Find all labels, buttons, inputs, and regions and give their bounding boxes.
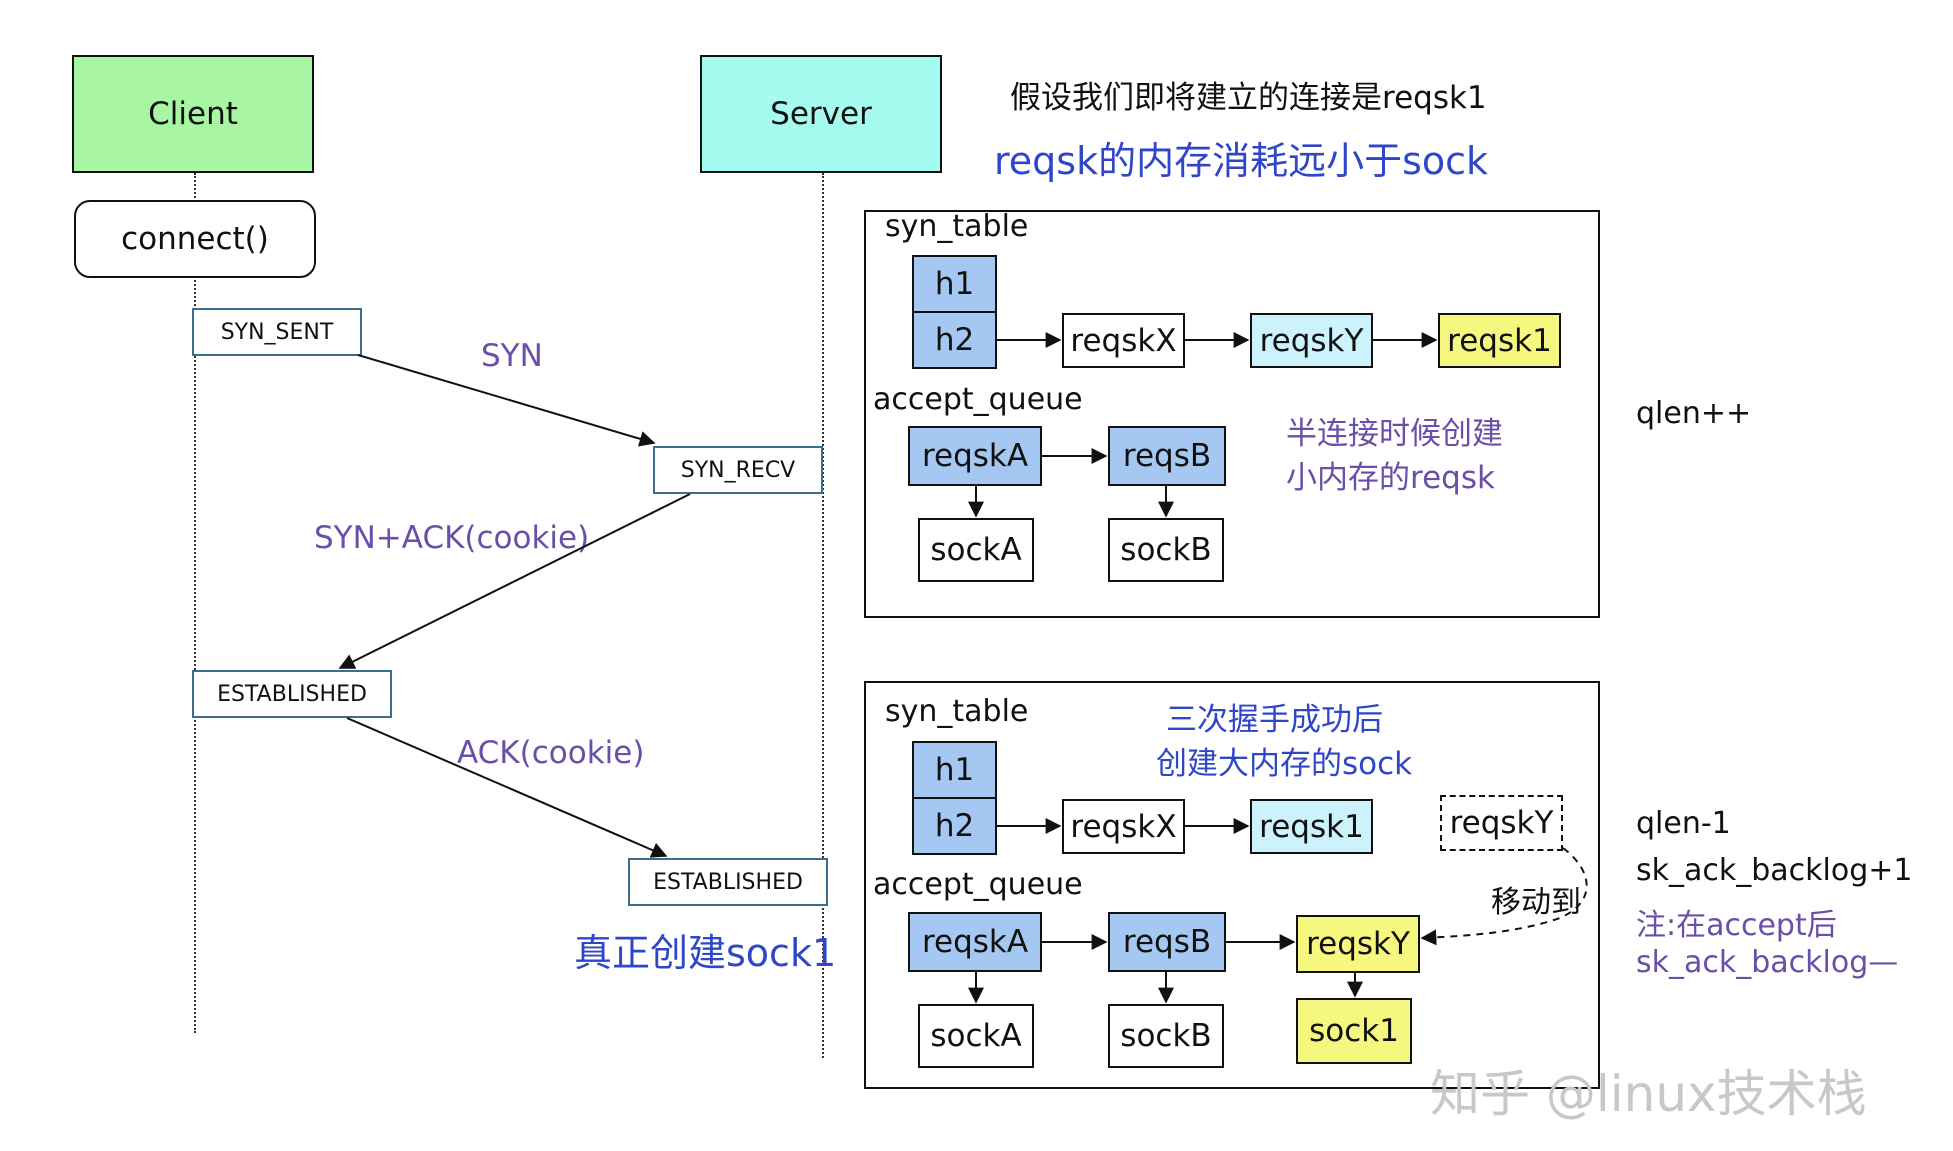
panel2-sockB-label: sockB (1120, 1018, 1212, 1054)
panel2-side-backlog: sk_ack_backlog+1 (1636, 853, 1913, 888)
panel2-sockB: sockB (1108, 1004, 1224, 1068)
connect-label: connect() (121, 221, 269, 257)
panel1-accept-queue-label: accept_queue (873, 382, 1083, 417)
syn-arrow (357, 354, 656, 447)
syn-sent-label: SYN_SENT (220, 319, 334, 345)
panel1-note-line2: 小内存的reqsk (1286, 460, 1495, 496)
ack-message-label: ACK(cookie) (457, 735, 645, 771)
established-client-state: ESTABLISHED (192, 670, 392, 718)
panel1-reqsk1: reqsk1 (1438, 313, 1561, 368)
ack-arrow (346, 717, 668, 858)
panel2-reqsk1: reqsk1 (1250, 799, 1373, 854)
panel2-reqskY: reqskY (1296, 915, 1420, 973)
server-box: Server (700, 55, 942, 173)
panel1-reqskX: reqskX (1062, 313, 1185, 368)
panel2-reqskY-old: reqskY (1440, 795, 1563, 851)
panel1-h2-label: h2 (934, 322, 975, 358)
create-sock-label: 真正创建sock1 (574, 931, 837, 975)
client-box: Client (72, 55, 314, 173)
p2-move-arrow (1420, 847, 1588, 946)
panel2-reqsB: reqsB (1108, 912, 1226, 972)
panel2-h1: h1 (912, 741, 997, 799)
panel2-reqskY-old-label: reqskY (1449, 805, 1554, 841)
panel2-reqskA: reqskA (908, 912, 1042, 972)
panel-established (864, 681, 1600, 1089)
established-client-label: ESTABLISHED (217, 681, 367, 707)
client-lifeline (194, 173, 196, 1033)
synack-message-label: SYN+ACK(cookie) (314, 520, 590, 556)
panel2-reqskY-label: reqskY (1306, 926, 1410, 962)
panel2-note-line2: 创建大内存的sock (1156, 746, 1413, 782)
panel2-sock1-label: sock1 (1309, 1013, 1399, 1049)
memory-note: reqsk的内存消耗远小于sock (994, 139, 1489, 183)
panel1-reqsB-label: reqsB (1122, 438, 1212, 474)
panel1-syn-table-label: syn_table (885, 209, 1029, 244)
panel1-sockB: sockB (1108, 518, 1224, 582)
panel2-reqsB-label: reqsB (1122, 924, 1212, 960)
server-label: Server (770, 96, 872, 132)
syn-recv-state: SYN_RECV (653, 446, 823, 494)
panel2-syn-table-label: syn_table (885, 694, 1029, 729)
panel1-h2: h2 (912, 311, 997, 369)
panel2-sock1: sock1 (1296, 998, 1412, 1064)
connect-box: connect() (74, 200, 316, 278)
panel2-reqskA-label: reqskA (921, 924, 1029, 960)
panel1-reqsk1-label: reqsk1 (1447, 322, 1552, 359)
panel1-reqskA-label: reqskA (921, 438, 1029, 474)
client-label: Client (148, 96, 238, 132)
panel2-note-line1: 三次握手成功后 (1166, 702, 1383, 738)
panel1-sockA: sockA (918, 518, 1034, 582)
panel1-h1-label: h1 (934, 266, 975, 302)
panel2-side-backlog-dec: sk_ack_backlog— (1636, 945, 1899, 980)
syn-sent-state: SYN_SENT (192, 308, 362, 356)
panel2-reqskX: reqskX (1062, 799, 1185, 854)
panel2-side-qlen: qlen-1 (1636, 806, 1731, 841)
panel2-sockA: sockA (918, 1004, 1034, 1068)
syn-message-label: SYN (481, 338, 543, 374)
panel2-reqsk1-label: reqsk1 (1259, 808, 1364, 845)
panel2-h1-label: h1 (934, 752, 975, 788)
established-server-state: ESTABLISHED (628, 858, 828, 906)
synack-arrow (338, 493, 691, 669)
panel2-side-note: 注:在accept后 (1636, 908, 1837, 943)
established-server-label: ESTABLISHED (653, 869, 803, 895)
panel2-sockA-label: sockA (930, 1018, 1022, 1054)
panel1-reqskA: reqskA (908, 426, 1042, 486)
panel1-reqskX-label: reqskX (1070, 322, 1177, 359)
panel1-sockA-label: sockA (930, 532, 1022, 568)
panel1-sockB-label: sockB (1120, 532, 1212, 568)
panel2-reqskX-label: reqskX (1070, 808, 1177, 845)
panel1-reqskY-label: reqskY (1259, 322, 1364, 359)
syn-recv-label: SYN_RECV (680, 457, 796, 483)
watermark: 知乎 @linux技术栈 (1430, 1065, 1867, 1123)
panel1-h1: h1 (912, 255, 997, 313)
panel2-accept-queue-label: accept_queue (873, 867, 1083, 902)
panel1-reqsB: reqsB (1108, 426, 1226, 486)
panel2-h2: h2 (912, 797, 997, 855)
assume-note: 假设我们即将建立的连接是reqsk1 (1010, 80, 1487, 116)
panel-half-open (864, 210, 1600, 618)
server-lifeline (822, 173, 824, 1058)
panel2-h2-label: h2 (934, 808, 975, 844)
panel1-side-qlen: qlen++ (1636, 396, 1752, 431)
panel1-note-line1: 半连接时候创建 (1286, 416, 1503, 452)
panel1-reqskY: reqskY (1250, 313, 1373, 368)
